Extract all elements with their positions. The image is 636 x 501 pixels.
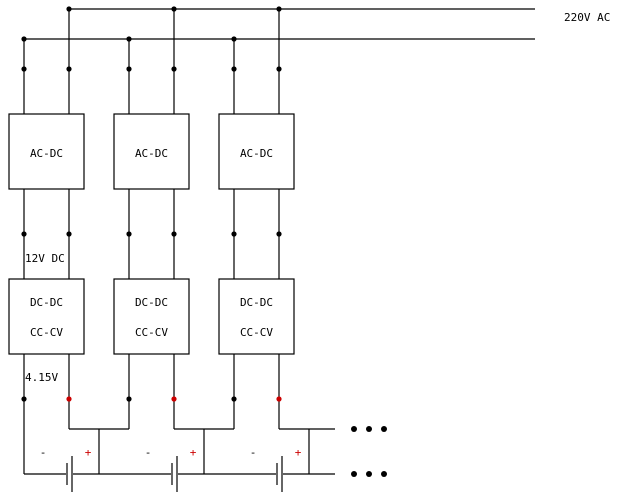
terminal-dot (231, 231, 237, 237)
terminal-dot (66, 231, 72, 237)
cv-note: 4.15V (25, 371, 58, 384)
continuation-dots-top (351, 426, 387, 432)
junction-dot (66, 6, 72, 12)
junction-dot (276, 6, 282, 12)
negative-terminal-dot (21, 396, 27, 402)
acdc-label: AC-DC (30, 147, 63, 160)
terminal-dot (126, 231, 132, 237)
positive-terminal-dot (276, 396, 282, 402)
acdc-label: AC-DC (240, 147, 273, 160)
cell-plus-sign: + (85, 446, 92, 459)
battery-cell-3: - + (250, 446, 302, 492)
battery-cell-1: - + (40, 446, 92, 492)
terminal-dot (66, 66, 72, 72)
dc12-note: 12V DC (25, 252, 65, 265)
acdc-label: AC-DC (135, 147, 168, 160)
terminal-dot (276, 66, 282, 72)
junction-dot (126, 36, 132, 42)
negative-terminal-dot (231, 396, 237, 402)
dcdc-label: DC-DC (240, 296, 273, 309)
negative-terminal-dot (126, 396, 132, 402)
cccv-label: CC-CV (135, 326, 168, 339)
dcdc-module-3: DC-DC CC-CV (218, 278, 295, 355)
cell-minus-sign: - (40, 446, 47, 459)
junction-dot (231, 36, 237, 42)
dcdc-label: DC-DC (135, 296, 168, 309)
acdc-module-3: AC-DC (218, 113, 295, 190)
junction-dot (171, 6, 177, 12)
terminal-dot (21, 66, 27, 72)
cell-minus-sign: - (145, 446, 152, 459)
junction-dot (21, 36, 27, 42)
terminal-dot (276, 231, 282, 237)
terminal-dot (21, 231, 27, 237)
positive-terminal-dot (171, 396, 177, 402)
terminal-dot (171, 66, 177, 72)
continuation-dots-bottom (351, 471, 387, 477)
cccv-label: CC-CV (240, 326, 273, 339)
terminal-dot (171, 231, 177, 237)
cccv-label: CC-CV (30, 326, 63, 339)
cell-plus-sign: + (295, 446, 302, 459)
cell-minus-sign: - (250, 446, 257, 459)
battery-cell-2: - + (145, 446, 197, 492)
dcdc-module-2: DC-DC CC-CV (113, 278, 190, 355)
positive-terminal-dot (66, 396, 72, 402)
ac-line-label: 220V AC (564, 11, 610, 24)
acdc-module-2: AC-DC (113, 113, 190, 190)
cell-plus-sign: + (190, 446, 197, 459)
terminal-dot (126, 66, 132, 72)
dcdc-module-1: DC-DC CC-CV (8, 278, 85, 355)
acdc-module-1: AC-DC (8, 113, 85, 190)
dcdc-label: DC-DC (30, 296, 63, 309)
terminal-dot (231, 66, 237, 72)
